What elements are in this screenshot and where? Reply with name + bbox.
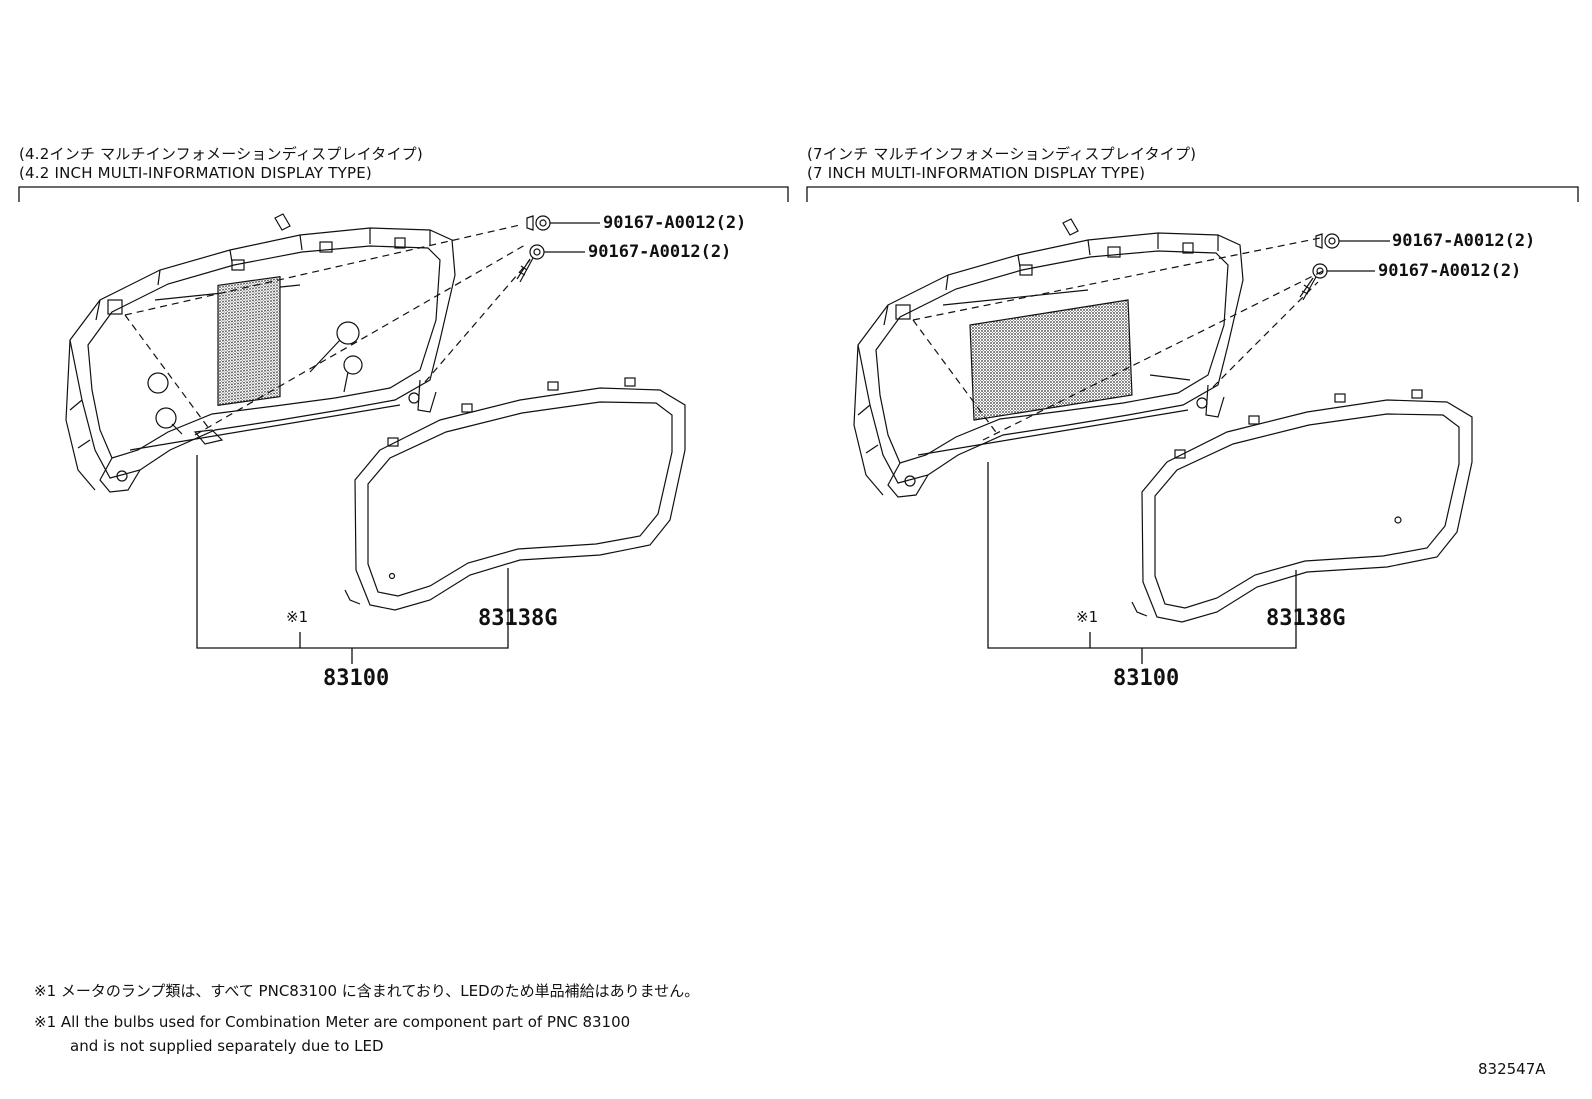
left-assembly-label: 83100: [323, 666, 390, 691]
right-screw-upper-label: 90167-A0012(2): [1392, 231, 1536, 251]
footnote-en-line1: ※1 All the bulbs used for Combination Me…: [34, 1013, 631, 1031]
left-screw-upper-label: 90167-A0012(2): [603, 213, 747, 233]
illustration-id: 832547A: [1478, 1060, 1546, 1078]
right-screw-lower-label: 90167-A0012(2): [1378, 261, 1522, 281]
left-screw-lower-label: 90167-A0012(2): [588, 242, 732, 262]
left-title-en: (4.2 INCH MULTI-INFORMATION DISPLAY TYPE…: [19, 164, 372, 182]
right-display-screen: [969, 299, 1133, 421]
right-panel: [806, 186, 1579, 664]
left-bracket: [18, 186, 789, 202]
right-dashed-lines: [912, 237, 1326, 441]
right-lens-83138G: [1131, 389, 1473, 623]
left-panel: [18, 186, 789, 664]
right-meter-housing: [853, 218, 1244, 498]
left-title-jp: (4.2インチ マルチインフォメーションディスプレイタイプ): [19, 145, 423, 163]
left-display-screen: [217, 275, 281, 407]
left-leader-lines: [196, 455, 509, 664]
right-assembly-label: 83100: [1113, 666, 1180, 691]
right-bracket: [806, 186, 1579, 202]
left-gauges: [147, 321, 363, 435]
left-screw-upper: [526, 215, 600, 231]
right-leader-lines: [987, 462, 1297, 664]
left-dashed-lines: [124, 224, 531, 436]
footnote-jp: ※1 メータのランプ類は、すべて PNC83100 に含まれており、LEDのため…: [34, 982, 700, 1000]
right-note-mark: ※1: [1076, 608, 1099, 626]
right-title-jp: (7インチ マルチインフォメーションディスプレイタイプ): [807, 145, 1197, 163]
right-title-en: (7 INCH MULTI-INFORMATION DISPLAY TYPE): [807, 164, 1146, 182]
right-lens-label: 83138G: [1266, 606, 1346, 631]
left-meter-housing: [65, 213, 456, 493]
right-screw-upper: [1315, 233, 1390, 249]
left-note-mark: ※1: [286, 608, 309, 626]
left-screw-lower: [516, 244, 585, 283]
right-screw-lower: [1299, 263, 1375, 301]
left-lens-label: 83138G: [478, 606, 558, 631]
left-lens-83138G: [344, 377, 686, 611]
footnote-en-line2: and is not supplied separately due to LE…: [70, 1037, 384, 1055]
